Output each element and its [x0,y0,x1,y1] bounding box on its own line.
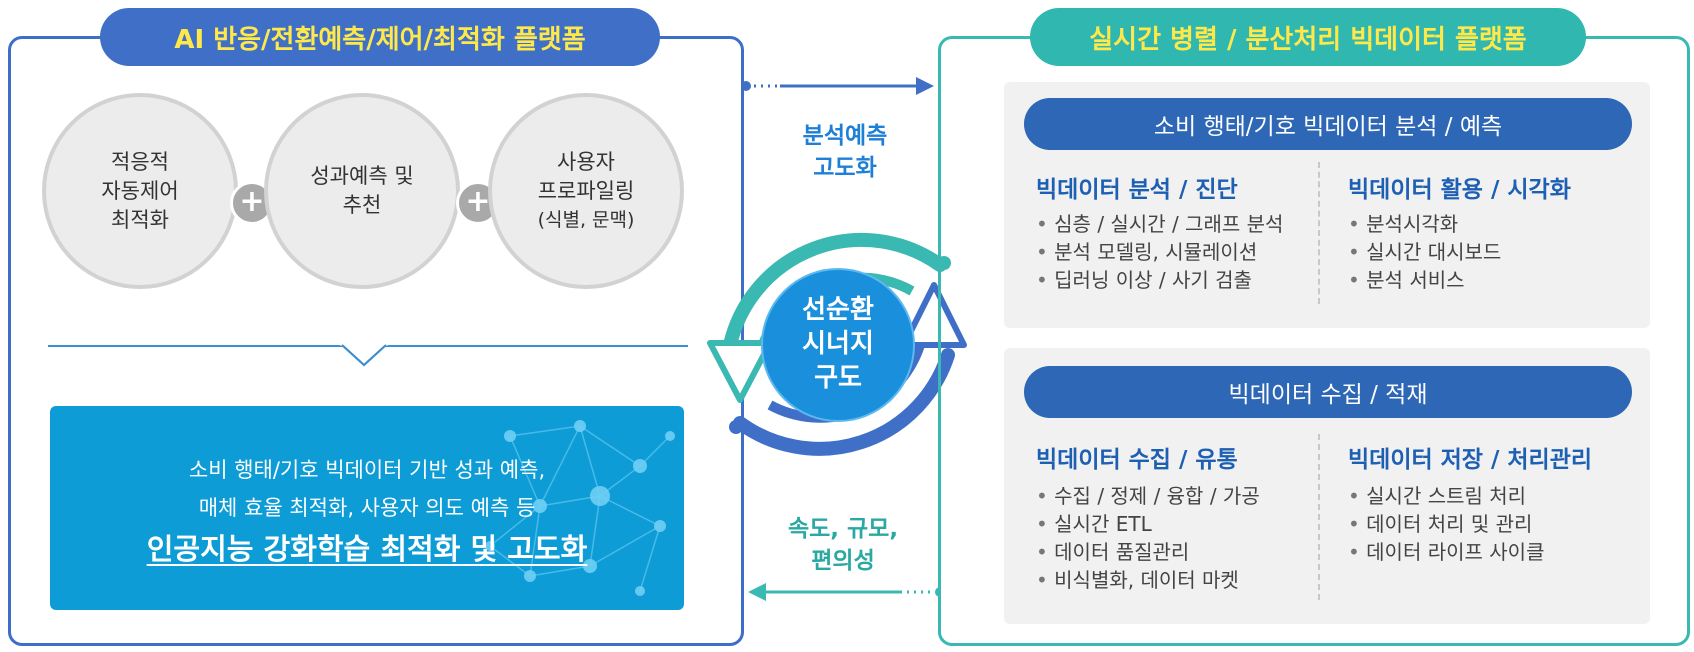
circle-line: 최적화 [111,207,169,232]
list-item: 분석 서비스 [1348,266,1501,294]
analysis-prediction-label: 분석예측 고도화 [770,120,920,184]
summary-line-1: 소비 행태/기호 빅데이터 기반 성과 예측, [188,458,546,482]
circle-line: 사용자 [557,149,615,174]
list-item: 수집 / 정제 / 융합 / 가공 [1036,482,1260,510]
visualization-list: 분석시각화 실시간 대시보드 분석 서비스 [1348,210,1501,294]
bigdata-platform-title: 실시간 병렬 / 분산처리 빅데이터 플랫폼 [1030,8,1586,66]
list-item: 딥러닝 이상 / 사기 검출 [1036,266,1283,294]
summary-headline: 인공지능 강화학습 최적화 및 고도화 [146,532,588,566]
label-line: 분석예측 [802,123,888,149]
summary-line-2: 매체 효율 최적화, 사용자 의도 예측 등 [198,496,536,520]
synergy-hub-label: 선순환 시너지 구도 [763,293,913,395]
chevron-down-icon [340,343,388,367]
virtuous-cycle-icon [707,232,967,456]
hub-line: 시너지 [802,329,874,359]
list-item: 심층 / 실시간 / 그래프 분석 [1036,210,1283,238]
column-divider [1318,434,1320,600]
label-line: 속도, 규모, [787,516,899,542]
adaptive-control-circle: 적응적 자동제어 최적화 [42,93,238,289]
analysis-diagnosis-title: 빅데이터 분석 / 진단 [1036,177,1238,203]
circle-line: 프로파일링 [537,178,635,203]
speed-scale-label: 속도, 규모, 편의성 [768,513,918,577]
list-item: 실시간 ETL [1036,510,1260,538]
circle-line: 추천 [342,193,382,217]
analysis-section-header: 소비 행태/기호 빅데이터 분석 / 예측 [1024,98,1632,150]
hub-line: 선순환 [802,295,874,325]
user-profiling-circle: 사용자 프로파일링 (식별, 문맥) [488,93,684,289]
label-line: 편의성 [811,548,875,574]
circle-line: 자동제어 [101,178,179,203]
analysis-diagnosis-list: 심층 / 실시간 / 그래프 분석 분석 모델링, 시뮬레이션 딥러닝 이상 /… [1036,210,1283,294]
ai-platform-title: AI 반응/전환예측/제어/최적화 플랫폼 [100,8,660,66]
storage-processing-list: 실시간 스트림 처리 데이터 처리 및 관리 데이터 라이프 사이클 [1348,482,1544,566]
hub-line: 구도 [814,363,862,393]
list-item: 분석시각화 [1348,210,1501,238]
cycle-connectors [741,77,940,601]
column-divider [1318,162,1320,304]
neural-network-icon [485,420,675,596]
circle-line: 적응적 [111,149,169,174]
list-item: 데이터 처리 및 관리 [1348,510,1544,538]
circle-line: 성과예측 및 [310,164,414,188]
list-item: 데이터 라이프 사이클 [1348,538,1544,566]
list-item: 실시간 대시보드 [1348,238,1501,266]
list-item: 실시간 스트림 처리 [1348,482,1544,510]
collection-distribution-title: 빅데이터 수집 / 유통 [1036,447,1238,473]
list-item: 데이터 품질관리 [1036,538,1260,566]
ai-summary-box: 소비 행태/기호 빅데이터 기반 성과 예측, 매체 효율 최적화, 사용자 의… [50,406,684,610]
performance-prediction-circle: 성과예측 및 추천 [264,93,460,289]
plus-icon: + [230,181,274,225]
circle-subline: (식별, 문맥) [537,208,635,231]
list-item: 분석 모델링, 시뮬레이션 [1036,238,1283,266]
collection-section-header: 빅데이터 수집 / 적재 [1024,366,1632,418]
list-item: 비식별화, 데이터 마켓 [1036,566,1260,594]
collection-distribution-list: 수집 / 정제 / 융합 / 가공 실시간 ETL 데이터 품질관리 비식별화,… [1036,482,1260,594]
visualization-title: 빅데이터 활용 / 시각화 [1348,177,1571,203]
storage-processing-title: 빅데이터 저장 / 처리관리 [1348,447,1593,473]
label-line: 고도화 [813,155,877,181]
